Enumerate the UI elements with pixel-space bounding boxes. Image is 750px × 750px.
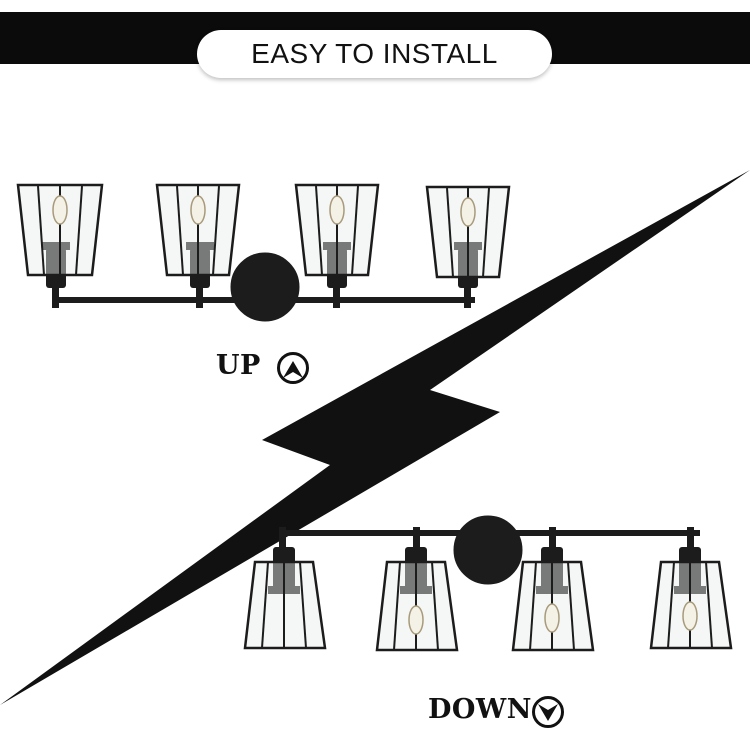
fixture-up-bar [55,297,475,303]
title-badge: EASY TO INSTALL [197,30,552,78]
up-label: UP [216,350,261,381]
sconce-up-2 [155,183,241,308]
sconce-up-1 [16,183,104,308]
down-label: DOWN [428,694,532,725]
fixture-up [16,183,511,322]
sconce-down-3 [511,527,595,652]
fixture-down-backplate [453,515,523,585]
fixture-up-backplate [230,252,300,322]
sconce-down-1 [243,527,327,650]
sconce-down-2 [375,527,459,652]
lightning-divider [0,170,750,705]
sconce-up-4 [425,185,511,308]
fixture-down [243,515,733,652]
down-arrow-circle [532,696,564,728]
sconce-down-4 [649,527,733,650]
up-arrow-circle [277,352,309,384]
page-title: EASY TO INSTALL [251,38,498,69]
fixture-down-bar [280,530,700,536]
sconce-up-3 [294,183,380,308]
